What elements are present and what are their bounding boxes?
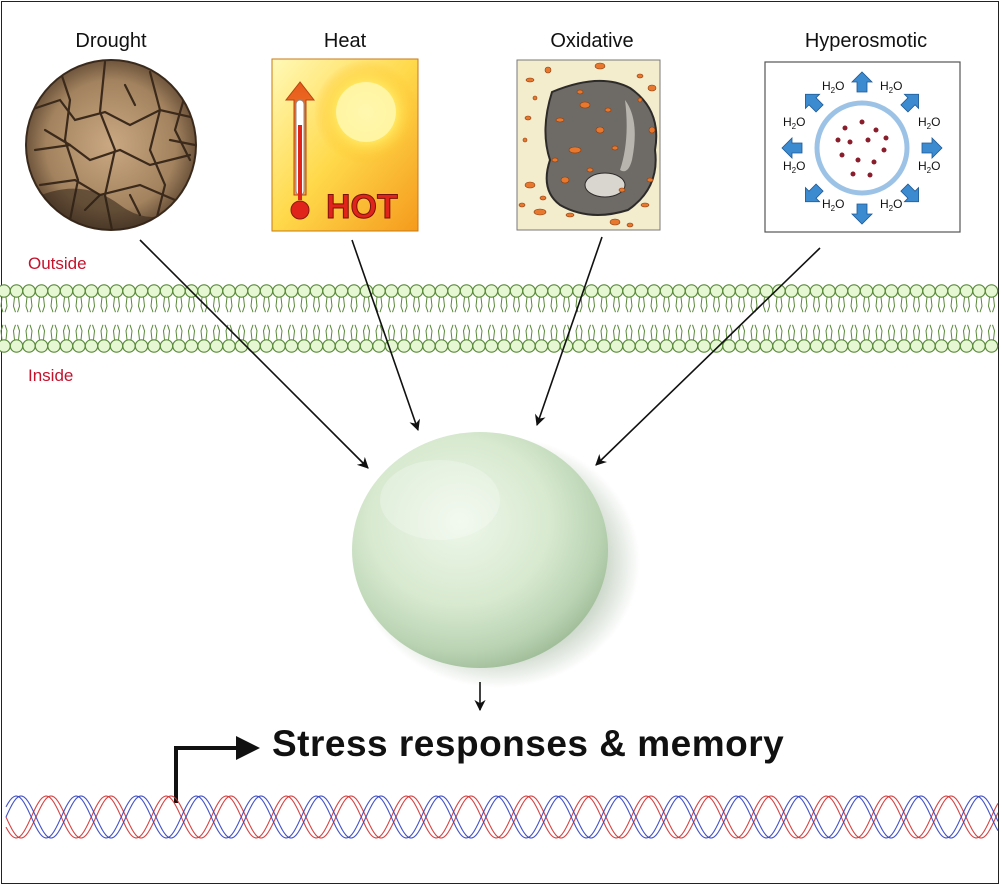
hot-thermometer-sun-icon: HOT [271, 58, 419, 232]
drought-arrow [139, 239, 369, 469]
result-title: Stress responses & memory [272, 723, 785, 764]
oxidative-arrow [535, 236, 603, 427]
svg-text:H2O: H2O [783, 115, 805, 131]
outside-label: Outside [28, 254, 87, 273]
lipid-bilayer-membrane [0, 284, 999, 353]
heat-arrow [351, 239, 420, 432]
svg-text:H2O: H2O [918, 159, 940, 175]
heat-label: Heat [323, 30, 367, 52]
signal-arrows [139, 236, 821, 712]
transcription-start-arrow [174, 736, 260, 803]
dna-double-helix [5, 795, 999, 839]
hyperosmotic-arrow [595, 247, 821, 466]
nucleus-sphere [352, 432, 640, 688]
oxidative-label: Oxidative [550, 30, 634, 52]
svg-text:H2O: H2O [880, 197, 902, 213]
svg-text:H2O: H2O [822, 79, 844, 95]
svg-text:H2O: H2O [822, 197, 844, 213]
cracked-earth-icon [25, 59, 197, 231]
water-efflux-cell-icon: H2O H2O H2O H2O H2O H2O H2O H2O [764, 61, 961, 233]
svg-text:H2O: H2O [880, 79, 902, 95]
drought-label: Drought [75, 30, 147, 52]
inside-label: Inside [28, 366, 74, 385]
oxidized-particle-icon [516, 59, 661, 231]
hot-badge: HOT [326, 188, 398, 226]
hyperosmotic-label: Hyperosmotic [804, 30, 928, 52]
svg-text:H2O: H2O [783, 159, 805, 175]
svg-text:H2O: H2O [918, 115, 940, 131]
